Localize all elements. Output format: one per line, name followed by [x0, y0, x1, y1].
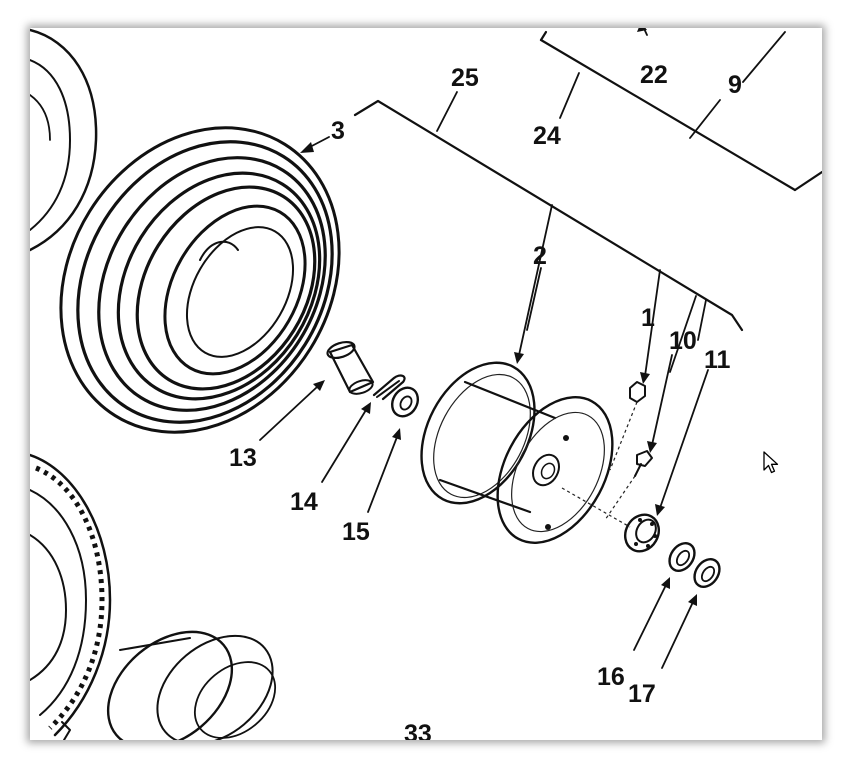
callout-label-33: 33: [404, 720, 432, 748]
callout-label-9: 9: [728, 71, 742, 99]
leader-arrows: [259, 136, 709, 669]
callout-label-11: 11: [704, 346, 731, 374]
partial-tire-top-left: [30, 28, 98, 252]
callout-label-24: 24: [533, 122, 561, 150]
callout-label-16: 16: [597, 663, 625, 691]
callout-label-15: 15: [342, 518, 370, 546]
callout-labels: 25 22 9 24 3 2 1 10 11 13 14 15 16 17 33: [229, 61, 742, 748]
callout-label-1: 1: [641, 304, 655, 332]
washer-part-16: [668, 541, 696, 573]
partial-knobby-tire-bottom-left: [30, 453, 112, 737]
wheel-rim-part-2: [420, 361, 631, 544]
bushing-part-13: [326, 340, 375, 395]
callout-label-13: 13: [229, 444, 257, 472]
callout-label-14: 14: [290, 488, 318, 516]
callout-label-10: 10: [669, 327, 697, 355]
callout-label-22: 22: [640, 61, 668, 89]
cotter-pin-part-14: [372, 374, 406, 401]
callout-bracket-lines: [353, 28, 822, 332]
callout-label-3: 3: [331, 117, 345, 145]
bolt-part-10: [604, 450, 653, 521]
tire-part-3: [59, 126, 341, 434]
partial-rim-bottom-left: [61, 630, 277, 740]
callout-label-17: 17: [628, 680, 656, 708]
washer-part-17: [693, 557, 721, 589]
diagram-frame: [30, 28, 822, 740]
washer-part-15: [390, 386, 420, 418]
callout-label-2: 2: [533, 242, 547, 270]
bearing-part-11: [623, 513, 661, 553]
nut-part-1: [609, 381, 646, 471]
mouse-pointer-icon: [763, 451, 781, 475]
callout-label-25: 25: [451, 64, 479, 92]
